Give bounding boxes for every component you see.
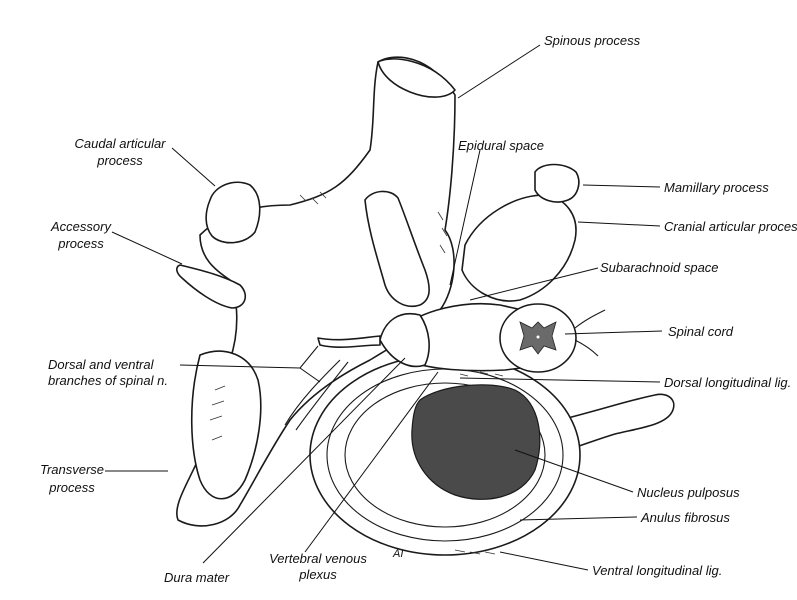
label-anulus-fibrosus: Anulus fibrosus: [641, 510, 730, 525]
label-spinal-cord: Spinal cord: [668, 324, 733, 339]
label-ventral-longitudinal-lig: Ventral longitudinal lig.: [592, 563, 722, 578]
label-accessory-2: process: [40, 236, 122, 251]
label-vertebral-venous-1: Vertebral venous: [258, 551, 378, 566]
label-caudal-articular-2: process: [68, 153, 172, 168]
label-subarachnoid-space: Subarachnoid space: [600, 260, 719, 275]
artist-initials: AI: [393, 547, 403, 562]
label-cranial-articular-process: Cranial articular process: [664, 219, 797, 234]
label-transverse-1: Transverse: [32, 462, 112, 477]
label-dorsal-ventral-2: branches of spinal n.: [48, 373, 168, 388]
label-nucleus-pulposus: Nucleus pulposus: [637, 485, 740, 500]
caudal-articular-process: [206, 182, 260, 242]
label-dura-mater: Dura mater: [164, 570, 229, 585]
label-accessory-1: Accessory: [40, 219, 122, 234]
label-vertebral-venous-2: plexus: [258, 567, 378, 582]
mamillary-process: [535, 165, 579, 202]
label-dorsal-ventral-1: Dorsal and ventral: [48, 357, 154, 372]
label-mamillary-process: Mamillary process: [664, 180, 769, 195]
label-transverse-2: process: [32, 480, 112, 495]
spinal-nerve: [575, 340, 598, 356]
cranial-articular-process: [462, 195, 576, 301]
label-spinous-process: Spinous process: [544, 33, 640, 48]
label-caudal-articular-1: Caudal articular: [68, 136, 172, 151]
label-dorsal-longitudinal-lig: Dorsal longitudinal lig.: [664, 375, 791, 390]
label-epidural-space: Epidural space: [458, 138, 544, 153]
